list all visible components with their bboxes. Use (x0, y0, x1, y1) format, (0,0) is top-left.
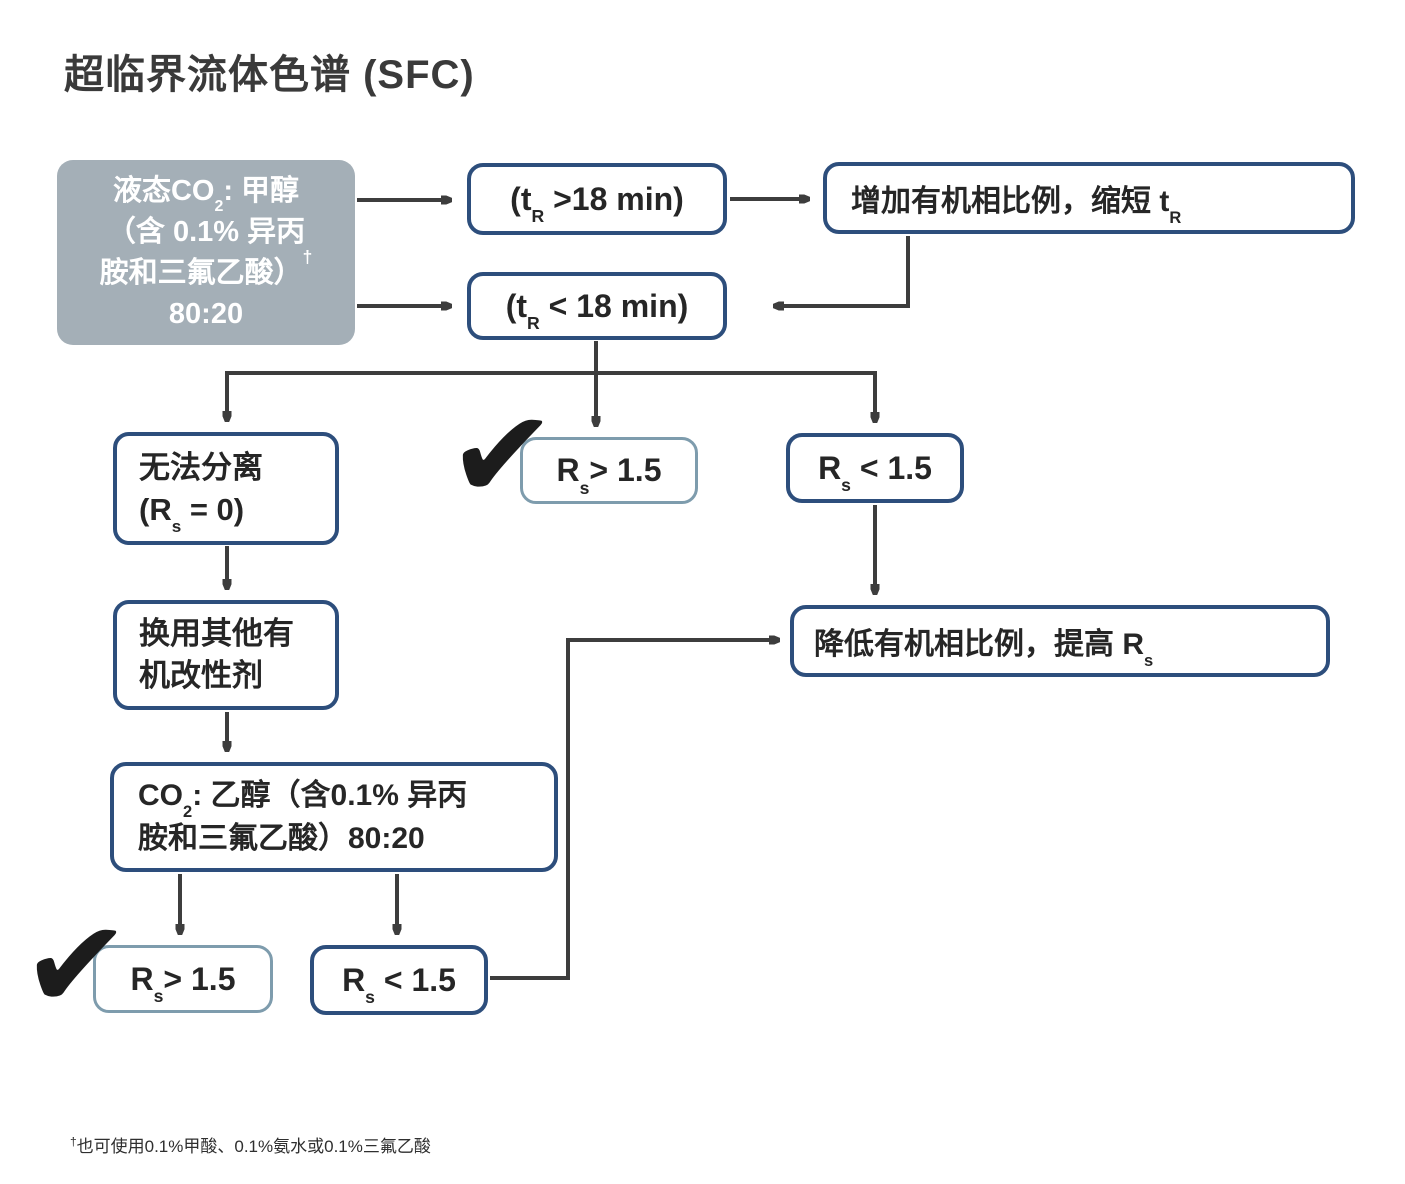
node-rs-lt15-bottom: Rs < 1.5 (310, 945, 488, 1015)
checkmark-icon: ✔ (18, 891, 133, 1040)
subscript-s: s (365, 987, 375, 1008)
subscript-s: s (171, 516, 182, 536)
node-rs-gt15-bottom: Rs> 1.5 (93, 945, 273, 1013)
rs-gt15-text: R (556, 452, 580, 488)
co2-ethanol-line1b: : 乙醇（含0.1% 异丙 (192, 779, 468, 812)
subscript-R: R (527, 313, 540, 334)
subscript-2: 2 (214, 198, 224, 216)
start-ratio: 80:20 (168, 297, 244, 330)
footnote-text: 也可使用0.1%甲酸、0.1%氨水或0.1%三氟乙酸 (76, 1137, 431, 1156)
tr-gt18-text: (t (510, 180, 532, 217)
page-title: 超临界流体色谱 (SFC) (64, 53, 475, 97)
subscript-s: s (841, 475, 851, 496)
start-line1b: : 甲醇 (223, 174, 300, 207)
switch-modifier-line2: 机改性剂 (139, 658, 263, 693)
node-no-separation: 无法分离 (Rs = 0) (113, 432, 339, 545)
co2-ethanol-line1: CO (138, 779, 183, 812)
dagger-mark: † (302, 247, 313, 268)
no-separation-line2: (R (139, 491, 172, 527)
increase-organic-text: 增加有机相比例，缩短 t (851, 185, 1170, 218)
start-line3: 胺和三氟乙酸） (99, 256, 303, 289)
no-separation-line2b: = 0) (181, 491, 245, 527)
node-start-mobile-phase: 液态CO2: 甲醇 （含 0.1% 异丙 胺和三氟乙酸）† 80:20 (57, 160, 355, 345)
node-increase-organic: 增加有机相比例，缩短 tR (823, 162, 1355, 234)
node-tr-lt18: (tR < 18 min) (467, 272, 727, 340)
node-rs-gt15-mid: Rs> 1.5 (520, 437, 698, 504)
subscript-R: R (531, 206, 545, 227)
rs-lt15-text: R (818, 449, 842, 486)
no-separation-line1: 无法分离 (139, 449, 263, 485)
checkmark-icon: ✔ (444, 381, 559, 530)
node-co2-ethanol: CO2: 乙醇（含0.1% 异丙 胺和三氟乙酸）80:20 (110, 762, 558, 872)
node-switch-modifier: 换用其他有 机改性剂 (113, 600, 339, 710)
tr-lt18-text: (t (505, 287, 528, 324)
start-line1: 液态CO (112, 174, 215, 207)
rs-gt15-post: > 1.5 (589, 452, 662, 488)
dagger-mark: † (70, 1134, 77, 1149)
rs-gt15-bottom-text: R (130, 960, 154, 997)
rs-lt15-post: < 1.5 (850, 449, 932, 486)
switch-modifier-line1: 换用其他有 (139, 616, 294, 651)
tr-gt18-post: >18 min) (544, 180, 684, 217)
tr-lt18-post: < 18 min) (539, 287, 689, 324)
subscript-2: 2 (183, 802, 193, 821)
node-rs-lt15-top: Rs < 1.5 (786, 433, 964, 503)
subscript-s: s (1144, 651, 1154, 670)
rs-lt15-bottom-post: < 1.5 (374, 961, 456, 998)
node-reduce-organic: 降低有机相比例，提高 Rs (790, 605, 1330, 677)
footnote: †也可使用0.1%甲酸、0.1%氨水或0.1%三氟乙酸 (70, 1132, 431, 1157)
subscript-s: s (153, 986, 164, 1007)
start-line2: （含 0.1% 异丙 (106, 215, 306, 248)
reduce-organic-text: 降低有机相比例，提高 R (814, 628, 1144, 661)
arrow-rsltbottom-to-reduce (490, 640, 778, 980)
subscript-R: R (1169, 208, 1182, 227)
rs-gt15-bottom-post: > 1.5 (163, 960, 236, 997)
co2-ethanol-line2: 胺和三氟乙酸）80:20 (138, 822, 425, 855)
rs-lt15-bottom-text: R (342, 961, 366, 998)
subscript-s: s (579, 477, 590, 498)
arrow-increase-to-trlt18 (775, 236, 910, 306)
node-tr-gt18: (tR >18 min) (467, 163, 727, 235)
